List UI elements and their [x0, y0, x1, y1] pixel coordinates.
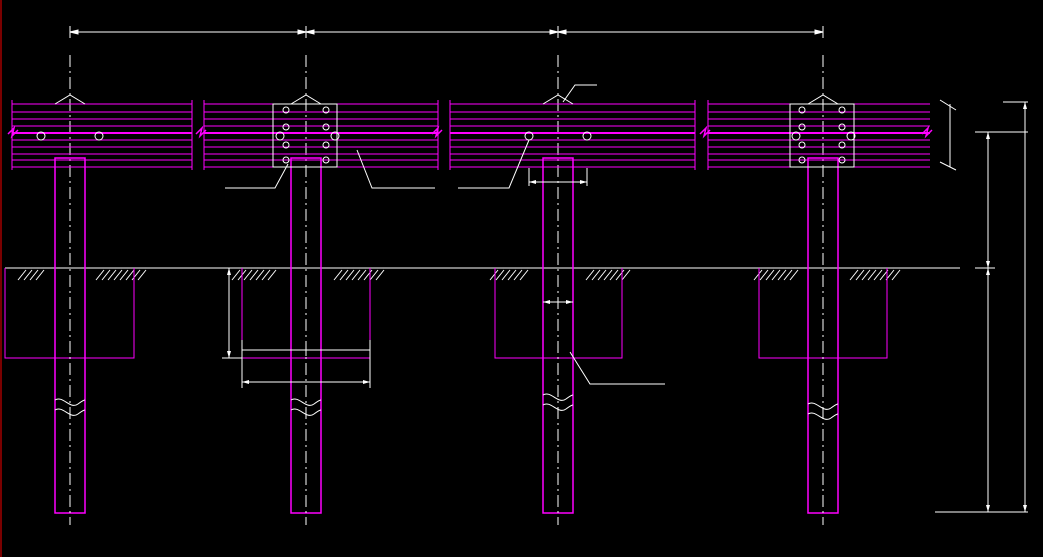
ground-hatching [17, 269, 901, 281]
canvas-left-edge [0, 0, 2, 557]
splice-plates [272, 103, 855, 168]
post-centerlines [69, 55, 824, 525]
post-caps [54, 94, 839, 105]
top-dimension [69, 26, 824, 38]
local-dimensions [222, 99, 1028, 513]
bolt-holes [36, 106, 856, 164]
rail-segment-3 [449, 100, 696, 170]
rail-segment-1 [11, 100, 193, 170]
foundation-pits [4, 268, 888, 359]
leader-lines [225, 84, 665, 385]
post-break-symbols [54, 393, 839, 420]
rail-break-symbols [7, 125, 933, 139]
posts [54, 157, 839, 514]
rail-segment-2 [203, 100, 439, 170]
rail-segment-4 [707, 100, 930, 170]
dimension-arrows [227, 102, 1027, 512]
